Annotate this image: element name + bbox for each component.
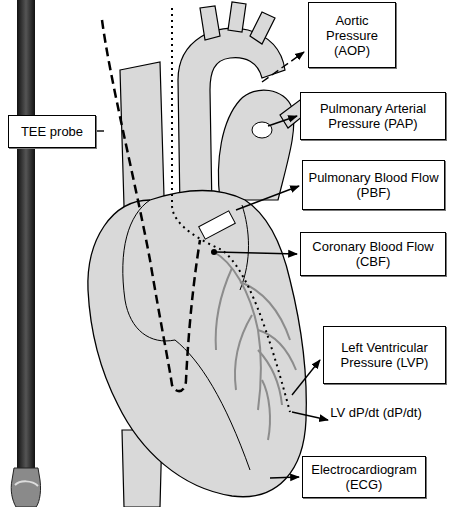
label-text: Pulmonary Blood Flow (PBF) (308, 170, 439, 200)
label-box: TEE probe (8, 115, 96, 148)
leader-lines (96, 52, 328, 478)
label-text: Pulmonary Arterial Pressure (PAP) (306, 101, 440, 131)
label-box: Electrocardiogram (ECG) (302, 456, 426, 498)
probe-path (102, 20, 200, 391)
label-text: Coronary Blood Flow (CBF) (306, 239, 440, 269)
signal-label: LV dP/dt (dP/dt) (330, 405, 422, 420)
flow-probe (199, 211, 236, 239)
tee-probe (11, 0, 40, 507)
label-text: Aortic Pressure (AOP) (314, 13, 390, 58)
coronary-vessels (214, 252, 296, 440)
label-text: Electrocardiogram (ECG) (308, 462, 420, 492)
label-box: Pulmonary Arterial Pressure (PAP) (300, 92, 446, 140)
label-box: Pulmonary Blood Flow (PBF) (302, 160, 445, 210)
label-box: Coronary Blood Flow (CBF) (300, 232, 446, 276)
label-box: Left Ventricular Pressure (LVP) (323, 326, 446, 384)
label-box: Aortic Pressure (AOP) (308, 2, 396, 68)
catheter-path (172, 8, 290, 412)
heart (88, 191, 306, 497)
pa-catheter-tip (252, 122, 272, 138)
label-text: TEE probe (21, 124, 83, 139)
label-text: Left Ventricular Pressure (LVP) (329, 340, 440, 370)
